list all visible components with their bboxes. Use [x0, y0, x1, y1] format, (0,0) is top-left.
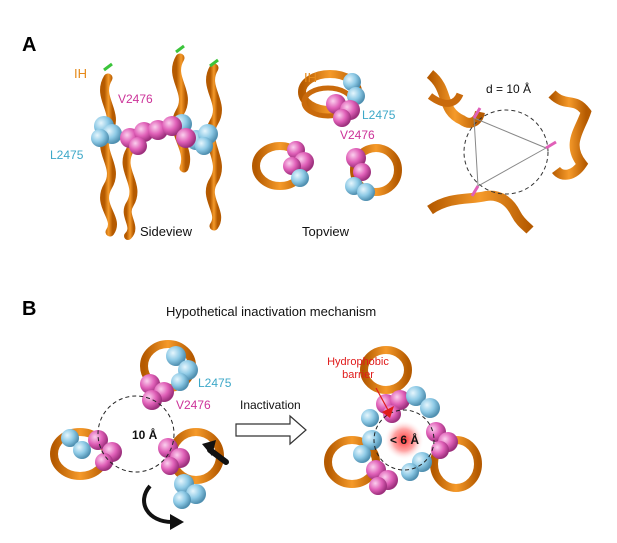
sideview-l2475-label: L2475	[50, 148, 84, 162]
sideview-v2476-label: V2476	[118, 92, 153, 106]
barrier-line-2: barrier	[342, 369, 374, 381]
distance-view	[426, 68, 592, 234]
open-l2475-label: L2475	[198, 376, 232, 390]
topview-structure	[252, 70, 402, 201]
panel-b-title: Hypothetical inactivation mechanism	[166, 304, 377, 319]
inactivation-label: Inactivation	[240, 398, 301, 412]
sideview-ih-label: IH	[74, 66, 87, 81]
panel-a-letter: A	[22, 34, 37, 56]
topview-l2475-label: L2475	[362, 108, 396, 122]
panel-b-letter: B	[22, 298, 37, 320]
barrier-line-1: Hydrophobic	[327, 356, 389, 368]
sideview-caption: Sideview	[140, 224, 193, 239]
closed-state-structure	[324, 346, 482, 495]
topview-ih-label: IH	[304, 70, 317, 85]
topview-caption: Topview	[302, 224, 349, 239]
distance-label: d = 10 Å	[486, 82, 532, 96]
open-v2476-label: V2476	[176, 398, 211, 412]
hydrophobic-barrier-label: Hydrophobic barrier	[326, 356, 390, 382]
inactivation-arrow	[235, 414, 307, 446]
topview-v2476-label: V2476	[340, 128, 375, 142]
closed-distance-label: < 6 Å	[390, 433, 420, 447]
open-state-structure	[50, 340, 229, 530]
sideview-structure	[91, 44, 222, 240]
open-distance-label: 10 Å	[132, 428, 158, 442]
